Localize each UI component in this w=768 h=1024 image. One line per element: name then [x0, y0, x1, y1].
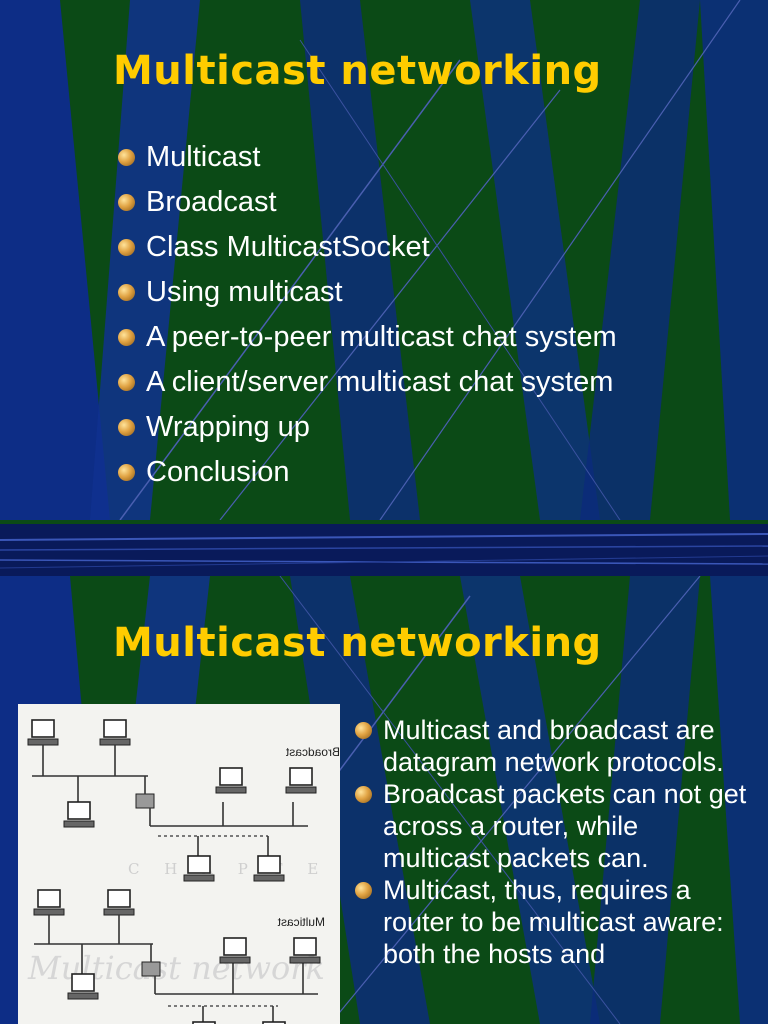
- bullet-sphere-icon: [118, 284, 135, 301]
- bullet-sphere-icon: [355, 786, 372, 803]
- list-item: Class MulticastSocket: [118, 230, 617, 275]
- watermark-text: C H A P T E R: [128, 860, 340, 878]
- bullet-text: Broadcast: [146, 186, 277, 218]
- slide-title: Multicast networking: [113, 620, 602, 666]
- bullet-text: Multicast: [146, 141, 261, 173]
- computer-icon: [215, 767, 247, 794]
- list-item: Broadcast packets can not get across a r…: [355, 778, 750, 874]
- computer-icon: [67, 973, 99, 1000]
- list-item: Multicast: [118, 140, 617, 185]
- bullet-sphere-icon: [118, 374, 135, 391]
- broadcast-label: Broadcast: [285, 745, 340, 759]
- bullet-sphere-icon: [118, 239, 135, 256]
- router-icon: [135, 793, 155, 809]
- slide-2: Multicast networking C H A P T E R Multi…: [0, 576, 768, 1024]
- computer-icon: [289, 937, 321, 964]
- computer-icon: [103, 889, 135, 916]
- list-item: Broadcast: [118, 185, 617, 230]
- bullet-text: A client/server multicast chat system: [146, 366, 614, 398]
- bullet-text: Broadcast packets can not get across a r…: [383, 779, 747, 873]
- bullet-text: A peer-to-peer multicast chat system: [146, 321, 617, 353]
- bullet-list: Multicast Broadcast Class MulticastSocke…: [118, 140, 617, 500]
- computer-icon: [33, 889, 65, 916]
- bullet-sphere-icon: [118, 329, 135, 346]
- list-item: Wrapping up: [118, 410, 617, 455]
- list-item: A client/server multicast chat system: [118, 365, 617, 410]
- computer-icon: [63, 801, 95, 828]
- list-item: Conclusion: [118, 455, 617, 500]
- bullet-text: Class MulticastSocket: [146, 231, 430, 263]
- computer-icon: [27, 719, 59, 746]
- computer-icon: [262, 1021, 286, 1024]
- bullet-text: Multicast, thus, requires a router to be…: [383, 875, 724, 969]
- list-item: A peer-to-peer multicast chat system: [118, 320, 617, 365]
- multicast-label: Multicast: [277, 915, 325, 929]
- separator-stripes: [0, 520, 768, 576]
- computer-icon: [192, 1021, 216, 1024]
- list-item: Multicast and broadcast are datagram net…: [355, 714, 750, 778]
- bullet-sphere-icon: [118, 149, 135, 166]
- computer-icon: [99, 719, 131, 746]
- bullet-sphere-icon: [355, 722, 372, 739]
- diagram-drawing: C H A P T E R Multicast network Broadcas…: [27, 719, 354, 1024]
- slide-separator: [0, 520, 768, 576]
- slide-title: Multicast networking: [113, 48, 602, 94]
- list-item: Using multicast: [118, 275, 617, 320]
- computer-icon: [219, 937, 251, 964]
- network-diagram: C H A P T E R Multicast network Broadcas…: [18, 704, 354, 1024]
- computer-icon: [253, 855, 285, 882]
- bullet-sphere-icon: [118, 194, 135, 211]
- bullet-list: Multicast and broadcast are datagram net…: [355, 714, 750, 970]
- bullet-text: Conclusion: [146, 456, 290, 488]
- bullet-text: Wrapping up: [146, 411, 310, 443]
- list-item: Multicast, thus, requires a router to be…: [355, 874, 750, 970]
- bullet-text: Multicast and broadcast are datagram net…: [383, 715, 724, 777]
- bullet-text: Using multicast: [146, 276, 343, 308]
- computer-icon: [183, 855, 215, 882]
- slide-1: Multicast networking Multicast Broadcast…: [0, 0, 768, 520]
- bullet-sphere-icon: [355, 882, 372, 899]
- bullet-sphere-icon: [118, 464, 135, 481]
- router-icon: [141, 961, 161, 977]
- computer-icon: [285, 767, 317, 794]
- bullet-sphere-icon: [118, 419, 135, 436]
